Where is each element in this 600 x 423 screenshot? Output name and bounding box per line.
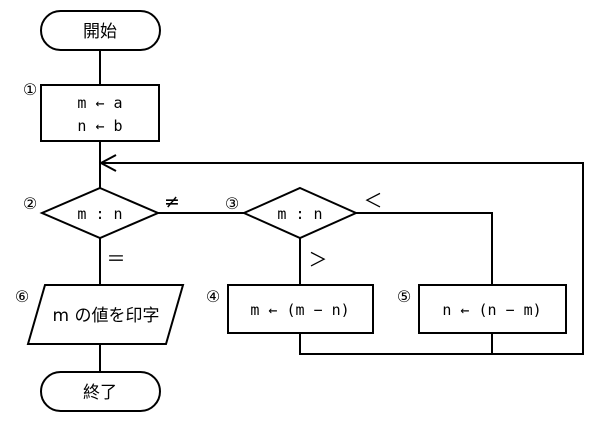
- init-process-box: [40, 84, 160, 142]
- end-terminal: [40, 371, 161, 412]
- end-label: 終了: [83, 383, 117, 403]
- step-number-2: ②: [23, 194, 37, 213]
- connectors: [98, 50, 584, 372]
- init-assign-n: n ← b: [77, 117, 122, 135]
- start-terminal: [40, 10, 161, 51]
- update-n-label: n ← (n − m): [442, 301, 541, 319]
- step-number-4: ④: [206, 287, 220, 306]
- step-number-1: ①: [23, 80, 37, 99]
- step-number-5: ⑤: [397, 287, 411, 306]
- compare-2-label: m : n: [277, 205, 322, 223]
- compare-1-label: m : n: [77, 205, 122, 223]
- print-output-box: [26, 284, 185, 345]
- update-m-label: m ← (m − n): [250, 301, 349, 319]
- compare-decision-2: [241, 186, 359, 240]
- step-number-3: ③: [225, 194, 239, 213]
- start-label: 開始: [83, 22, 117, 42]
- greater-than-label: ＞: [308, 249, 327, 271]
- loop-arrow-head: [98, 154, 117, 172]
- not-equal-label: ≠: [164, 191, 180, 213]
- init-assign-m: m ← a: [77, 94, 122, 112]
- equal-label: ＝: [106, 248, 125, 270]
- less-than-label: ＜: [363, 190, 382, 212]
- update-n-process-box: [418, 284, 567, 334]
- update-m-process-box: [227, 284, 374, 334]
- loop-back-line: [100, 162, 584, 355]
- compare-decision-1: [39, 186, 161, 240]
- connector-compare2-to-update-n: [356, 212, 493, 285]
- step-number-6: ⑥: [15, 287, 29, 306]
- print-label: m の値を印字: [53, 306, 160, 326]
